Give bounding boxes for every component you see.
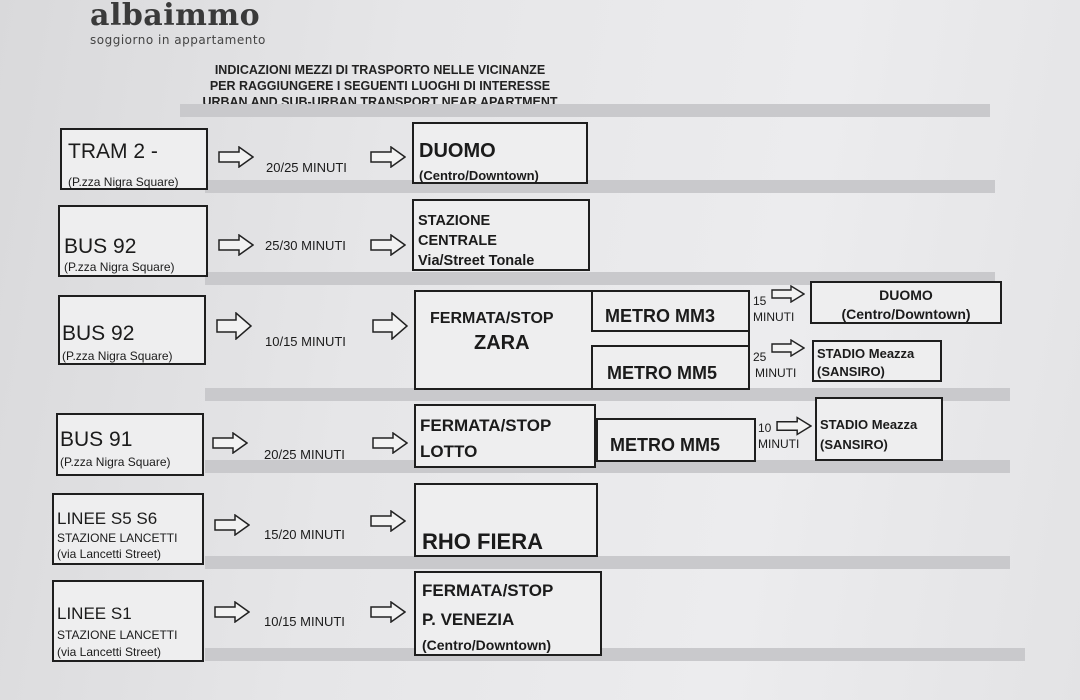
right-arrow-icon [370, 146, 406, 168]
route-origin-stop: (via Lancetti Street) [57, 547, 162, 561]
metro-line-name: METRO MM5 [610, 435, 720, 455]
destination-box: RHO FIERA [414, 483, 598, 557]
destination-name-2: P. VENEZIA [422, 610, 515, 629]
separator-band [205, 556, 1010, 569]
route-origin-stop: (P.zza Nigra Square) [64, 260, 175, 274]
destination-box: DUOMO (Centro/Downtown) [412, 122, 588, 184]
right-arrow-icon [771, 285, 805, 303]
route-origin-box: BUS 92 (P.zza Nigra Square) [58, 205, 208, 277]
destination-name: DUOMO [419, 140, 496, 162]
travel-duration: 10/15 MINUTI [264, 614, 345, 629]
travel-duration: 10/15 MINUTI [265, 334, 346, 349]
metro-time-unit: MINUTI [753, 310, 795, 324]
route-origin-stop: (P.zza Nigra Square) [68, 175, 179, 189]
metro-line-name: METRO MM5 [607, 363, 717, 383]
right-arrow-icon [212, 432, 248, 454]
route-origin-box: LINEE S1 STAZIONE LANCETTI (via Lancetti… [52, 580, 204, 662]
heading-line-2: PER RAGGIUNGERE I SEGUENTI LUOGHI DI INT… [209, 79, 551, 93]
destination-name: STADIO Meazza [817, 346, 915, 361]
metro-time-number: 15 [753, 294, 767, 308]
separator-band [205, 460, 1010, 473]
right-arrow-icon [214, 514, 250, 536]
destination-detail: (Centro/Downtown) [419, 168, 539, 183]
route-origin-box: BUS 91 (P.zza Nigra Square) [56, 413, 204, 476]
right-arrow-icon [372, 312, 408, 340]
right-arrow-icon [216, 312, 252, 340]
separator-band [205, 648, 1025, 661]
metro-time-unit: MINUTI [758, 437, 800, 451]
metro-line-name: METRO MM3 [605, 306, 715, 326]
brand-tagline: soggiorno in appartamento [90, 33, 266, 47]
right-arrow-icon [771, 339, 805, 357]
route-origin-box: TRAM 2 - (P.zza Nigra Square) [60, 128, 208, 190]
destination-detail: (SANSIRO) [820, 437, 888, 452]
travel-duration: 25/30 MINUTI [265, 238, 346, 253]
route-line-name: BUS 91 [60, 428, 133, 451]
metro-time-number: 25 [753, 350, 767, 364]
destination-box: DUOMO (Centro/Downtown) [810, 281, 1002, 324]
metro-line-box: METRO MM3 [591, 290, 750, 332]
route-origin-station: STAZIONE LANCETTI [57, 628, 178, 642]
route-origin-station: STAZIONE LANCETTI [57, 531, 178, 545]
separator-band [205, 180, 995, 193]
destination-name: STADIO Meazza [820, 417, 918, 432]
separator-band [205, 388, 1010, 401]
destination-detail: (Centro/Downtown) [841, 306, 971, 322]
metro-line-box: METRO MM5 [591, 345, 750, 390]
route-origin-stop: (via Lancetti Street) [57, 645, 162, 659]
route-line-name: LINEE S1 [57, 604, 132, 623]
destination-detail: (Centro/Downtown) [422, 637, 552, 653]
destination-detail: (SANSIRO) [817, 364, 885, 379]
route-line-name: TRAM 2 - [68, 140, 158, 163]
separator-band [180, 104, 990, 117]
destination-name: FERMATA/STOP [422, 581, 554, 600]
travel-duration: 20/25 MINUTI [266, 160, 347, 175]
stop-label: FERMATA/STOP [420, 416, 552, 435]
right-arrow-icon [214, 601, 250, 623]
destination-name: STAZIONE [418, 213, 491, 229]
destination-name: RHO FIERA [422, 529, 543, 554]
route-line-name: BUS 92 [62, 322, 135, 345]
destination-name: DUOMO [879, 287, 933, 303]
travel-duration: 15/20 MINUTI [264, 527, 345, 542]
destination-name-2: CENTRALE [418, 233, 497, 249]
right-arrow-icon [370, 601, 406, 623]
route-origin-stop: (P.zza Nigra Square) [62, 349, 173, 363]
metro-line-box: METRO MM5 [596, 418, 756, 462]
route-line-name: LINEE S5 S6 [57, 509, 158, 528]
right-arrow-icon [776, 416, 812, 436]
metro-time-unit: MINUTI [755, 366, 797, 380]
destination-box: STADIO Meazza (SANSIRO) [812, 340, 942, 382]
right-arrow-icon [218, 146, 254, 168]
stop-name: ZARA [474, 332, 530, 354]
destination-detail: Via/Street Tonale [418, 253, 535, 269]
destination-box: STADIO Meazza (SANSIRO) [815, 397, 943, 461]
destination-box: FERMATA/STOP P. VENEZIA (Centro/Downtown… [414, 571, 602, 656]
right-arrow-icon [218, 234, 254, 256]
destination-box: STAZIONE CENTRALE Via/Street Tonale [412, 199, 590, 271]
stop-label: FERMATA/STOP [430, 310, 554, 327]
right-arrow-icon [372, 432, 408, 454]
heading-line-1: INDICAZIONI MEZZI DI TRASPORTO NELLE VIC… [214, 63, 546, 77]
route-line-name: BUS 92 [64, 235, 137, 258]
separator-band [205, 272, 995, 285]
interchange-stop-box: FERMATA/STOP LOTTO [414, 404, 596, 468]
travel-duration: 20/25 MINUTI [264, 447, 345, 462]
route-origin-stop: (P.zza Nigra Square) [60, 455, 171, 469]
brand-logo: albaimmo [90, 0, 261, 33]
right-arrow-icon [370, 510, 406, 532]
right-arrow-icon [370, 234, 406, 256]
route-origin-box: LINEE S5 S6 STAZIONE LANCETTI (via Lance… [52, 493, 204, 565]
metro-time-number: 10 [758, 421, 772, 435]
route-origin-box: BUS 92 (P.zza Nigra Square) [58, 295, 206, 365]
stop-name: LOTTO [420, 442, 478, 461]
